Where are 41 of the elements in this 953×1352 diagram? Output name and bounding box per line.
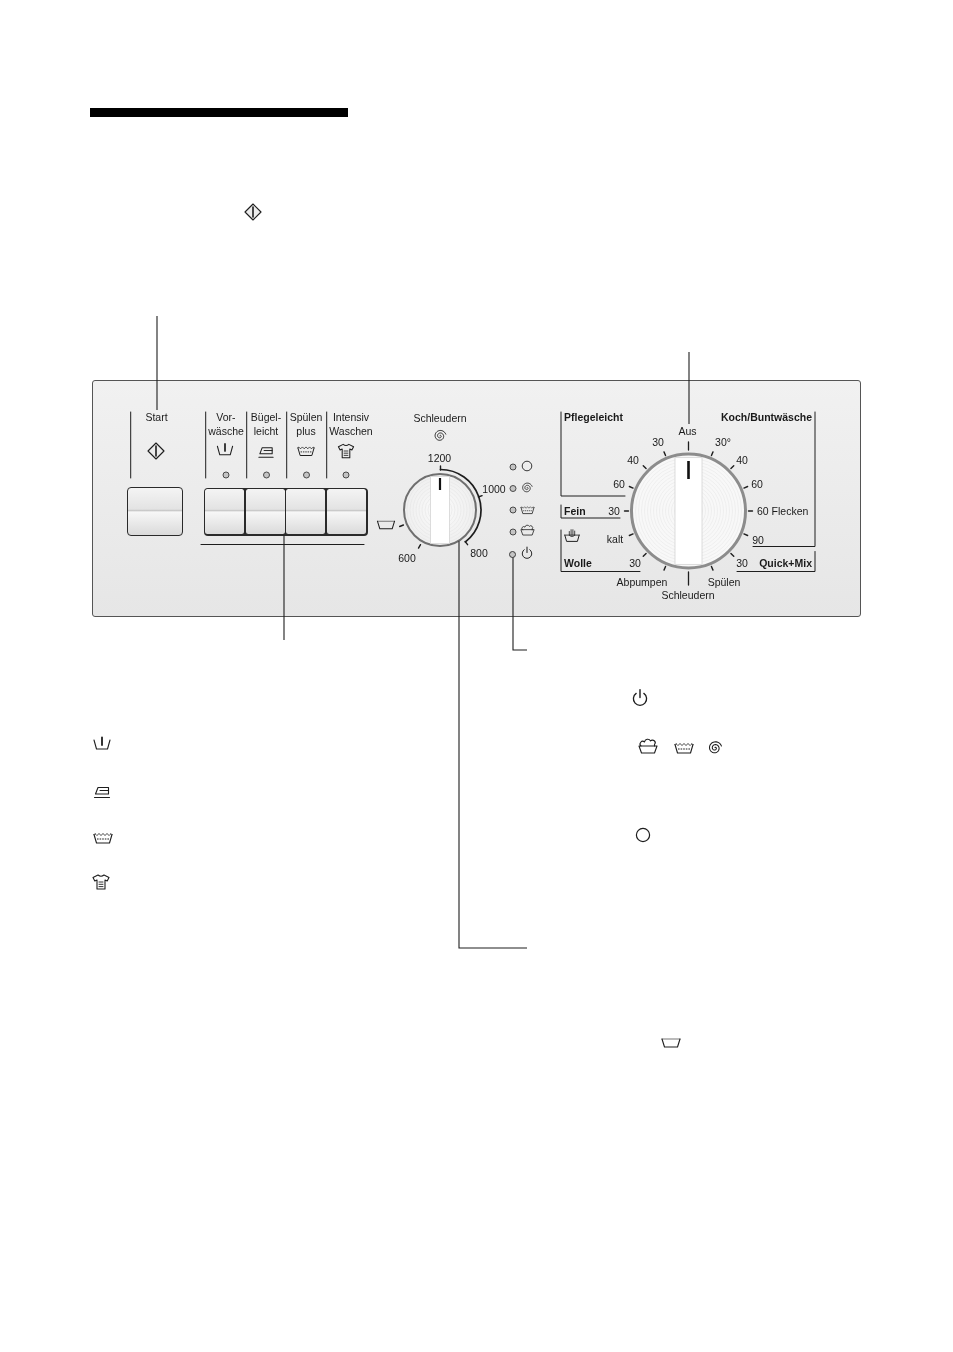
speed-value: 1200: [427, 451, 452, 465]
leader-line: [512, 556, 528, 651]
speed-value: 1000: [482, 482, 506, 496]
spin-selector-knob: [403, 472, 477, 547]
temperature-value: 30: [608, 504, 620, 518]
option-label: Intensiv Waschen: [329, 410, 373, 438]
option-button: [205, 489, 245, 534]
key-label: Start: [145, 410, 168, 423]
dial-position-label: Spülen: [707, 575, 741, 589]
program-group-label: Koch/Buntwäsche: [721, 410, 812, 424]
option-button: [245, 489, 285, 534]
temperature-value: 90: [752, 533, 764, 547]
leader-line: [458, 540, 528, 949]
program-group-label: Fein: [564, 504, 586, 518]
program-group-label: Pflegeleicht: [564, 410, 623, 424]
speed-value: 600: [398, 551, 416, 565]
temperature-value: kalt: [606, 532, 624, 546]
dial-position-label: Abpumpen: [616, 575, 668, 589]
control-panel: [92, 380, 861, 617]
option-label: Spülen plus: [289, 410, 323, 438]
start-button: [126, 486, 183, 536]
option-label: Vor- wäsche: [208, 410, 244, 438]
dial-position-label: Aus: [678, 424, 697, 437]
temperature-value: 60: [751, 477, 763, 491]
option-button: [286, 489, 326, 534]
temperature-value: 60: [613, 477, 625, 491]
leader-line: [156, 315, 158, 411]
dial-heading: Schleudern: [413, 411, 467, 425]
option-label: Bügel- leicht: [250, 410, 282, 438]
option-button-strip: [203, 487, 368, 536]
program-group-label: Quick+Mix: [759, 556, 812, 570]
temperature-value: 30: [652, 435, 664, 449]
temperature-value: 60 Flecken: [757, 504, 809, 518]
leader-line: [283, 534, 285, 641]
option-button: [326, 489, 366, 534]
speed-value: 800: [470, 546, 488, 560]
leader-line: [688, 351, 690, 425]
dial-position-label: Schleudern: [661, 588, 715, 602]
program-group-label: Wolle: [564, 556, 592, 570]
temperature-value: 30°: [715, 435, 731, 449]
indicator-light: [509, 550, 516, 558]
